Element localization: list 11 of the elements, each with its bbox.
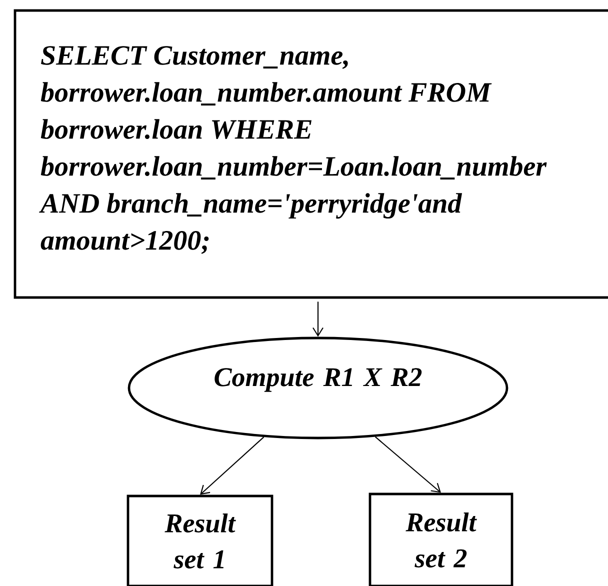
- node-label: Result set 2: [406, 512, 477, 568]
- node-label: Result set 1: [164, 513, 236, 568]
- result-box: [126, 494, 274, 586]
- arrow: [200, 436, 264, 495]
- arrow: [374, 436, 441, 493]
- arrow: [312, 302, 324, 337]
- process-ellipse: [128, 336, 508, 440]
- node-label: SELECT Customer_name, borrower.loan_number.amount FROM borrower.loan WHERE borrower.loan_number=Loan.loan_number AND branch_name='perryridge'and amount>1200;: [39, 46, 547, 254]
- result-box: [368, 492, 514, 586]
- node-label: Compute R1 X R2: [214, 368, 422, 392]
- query-box: [14, 9, 608, 299]
